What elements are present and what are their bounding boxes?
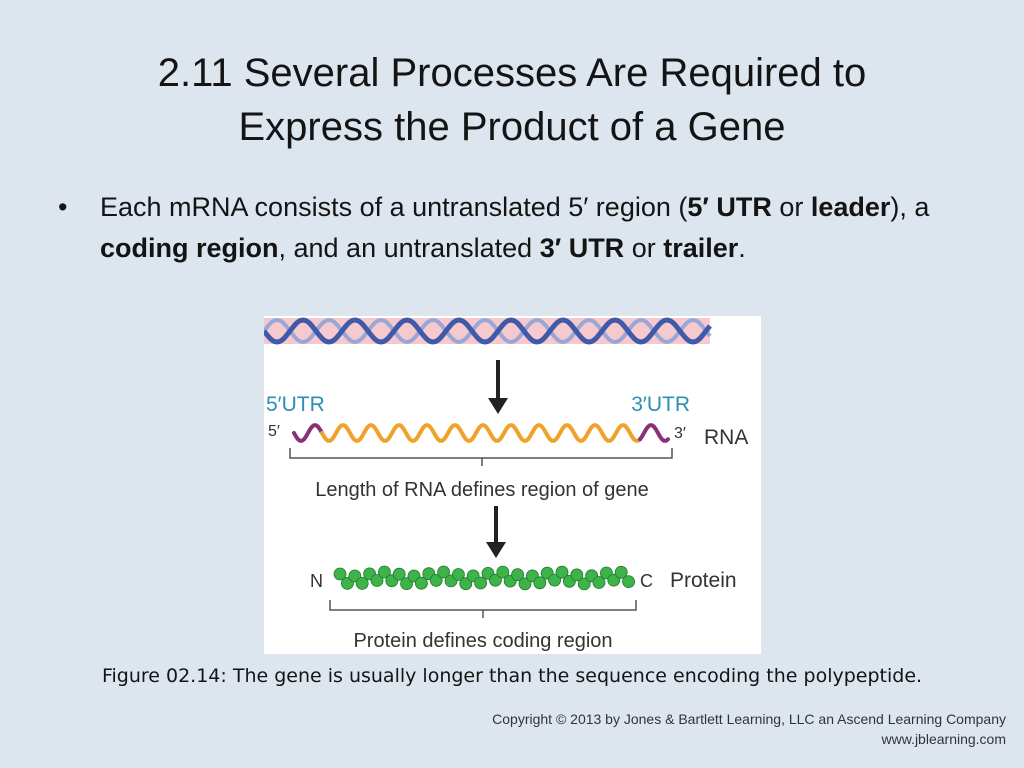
amino-acid-bead [451, 568, 465, 581]
title-line-1: 2.11 Several Processes Are Required to [157, 51, 867, 95]
dna-strand [264, 318, 712, 344]
amino-acid-bead [511, 568, 525, 582]
rna-5-prime-label: 5′ [268, 423, 280, 440]
slide-title: 2.11 Several Processes Are Required to E… [40, 46, 984, 154]
amino-acid-bead [496, 565, 510, 579]
figure-diagram: 5′UTR 3′UTR 5′ 3′ RNA Length of RNA defi… [264, 317, 748, 652]
bullet-text: Each mRNA consists of a untranslated 5′ … [100, 187, 978, 269]
amino-acid-bead [370, 574, 384, 587]
amino-acid-bead [570, 568, 584, 582]
bullet-term-5utr: 5′ UTR [687, 192, 772, 222]
bullet-text-part-6: . [738, 233, 746, 263]
copyright-line: Copyright © 2013 by Jones & Bartlett Lea… [492, 711, 1006, 727]
amino-acid-bead [414, 576, 428, 590]
amino-acid-bead [622, 575, 636, 589]
amino-acid-bead [533, 576, 547, 590]
amino-acid-bead [614, 565, 628, 579]
bullet-text-part-3: ), a [890, 192, 930, 222]
protein-coding-caption: Protein defines coding region [353, 630, 612, 652]
down-arrow-icon [488, 360, 508, 414]
rna-label: RNA [704, 426, 748, 449]
rna-3-prime-label: 3′ [674, 425, 686, 442]
amino-acid-bead [555, 565, 569, 579]
bullet-term-3utr: 3′ UTR [539, 233, 625, 263]
bullet-text-part-5: or [624, 233, 664, 263]
bullet-text-part-4: , and an untranslated [278, 233, 540, 263]
amino-acid-bead [459, 577, 473, 591]
rna-strand [292, 423, 670, 443]
utr3-label: 3′UTR [631, 393, 690, 416]
dna-double-helix [264, 317, 712, 345]
amino-acid-bead [518, 577, 532, 591]
amino-acid-bead [548, 573, 562, 587]
amino-acid-bead [392, 567, 406, 581]
rna-segment [320, 423, 642, 443]
dna-strand [264, 317, 712, 345]
copyright-notice: Copyright © 2013 by Jones & Bartlett Lea… [492, 709, 1006, 749]
gene-expression-figure: 5′UTR 3′UTR 5′ 3′ RNA Length of RNA defi… [264, 316, 761, 654]
amino-acid-bead [488, 573, 502, 587]
rna-segment [638, 423, 670, 443]
bullet-text-part-1: Each mRNA consists of a untranslated 5′ … [100, 192, 688, 222]
amino-acid-bead [577, 577, 591, 591]
amino-acid-bead [378, 565, 391, 579]
amino-acid-bead [437, 565, 451, 579]
protein-n-terminus-label: N [310, 571, 323, 591]
bullet-term-coding-region: coding region [100, 233, 279, 263]
protein-c-terminus-label: C [640, 571, 653, 591]
bullet-point: • Each mRNA consists of a untranslated 5… [58, 187, 978, 269]
amino-acid-bead [355, 576, 369, 590]
protein-length-bracket [329, 600, 637, 618]
utr5-label: 5′UTR [266, 393, 325, 416]
title-line-2: Express the Product of a Gene [238, 105, 786, 149]
bullet-text-part-2: or [771, 192, 811, 222]
rna-length-caption: Length of RNA defines region of gene [315, 479, 649, 501]
bullet-term-trailer: trailer [663, 233, 739, 263]
amino-acid-bead [474, 576, 488, 590]
down-arrow-icon [486, 506, 506, 558]
rna-length-bracket [289, 448, 673, 466]
amino-acid-bead [607, 573, 621, 587]
publisher-website: www.jblearning.com [881, 731, 1007, 747]
protein-label: Protein [670, 569, 737, 592]
rna-segment [292, 423, 324, 443]
bullet-marker: • [58, 192, 68, 222]
amino-acid-bead [429, 573, 443, 587]
bullet-term-leader: leader [810, 192, 891, 222]
amino-acid-bead [592, 576, 606, 589]
amino-acid-bead [333, 567, 347, 581]
figure-caption: Figure 02.14: The gene is usually longer… [101, 665, 923, 687]
protein-chain [333, 565, 636, 591]
